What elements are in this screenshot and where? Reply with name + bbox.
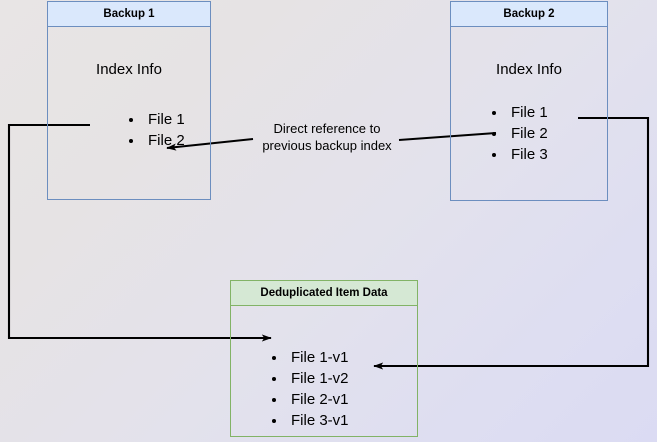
node-backup-1-body: Index Info File 1 File 2 [48, 27, 210, 199]
edge-backup2-to-dedup [373, 116, 650, 370]
node-backup-2-section-title: Index Info [496, 61, 562, 78]
node-deduplicated-item-data-body: File 1-v1 File 1-v2 File 2-v1 File 3-v1 [231, 306, 417, 436]
list-item: File 1 [144, 109, 185, 130]
edge-backup2-to-label [398, 131, 497, 142]
edge-backup1-to-dedup [7, 123, 272, 342]
node-backup-2[interactable]: Backup 2 Index Info File 1 File 2 File 3 [450, 1, 608, 201]
node-backup-1-section-title: Index Info [96, 61, 162, 78]
list-item: File 3 [507, 144, 548, 165]
node-backup-1-item-list: File 1 File 2 [126, 109, 185, 151]
node-backup-2-header: Backup 2 [451, 2, 607, 27]
list-item: File 1-v2 [287, 368, 349, 389]
list-item: File 2 [507, 123, 548, 144]
list-item: File 2-v1 [287, 389, 349, 410]
node-backup-2-item-list: File 1 File 2 File 3 [489, 102, 548, 165]
node-backup-2-body: Index Info File 1 File 2 File 3 [451, 27, 607, 200]
list-item: File 1 [507, 102, 548, 123]
edge-label-line-1: Direct reference to [273, 121, 381, 136]
list-item: File 1-v1 [287, 347, 349, 368]
list-item: File 3-v1 [287, 410, 349, 431]
edge-label-line-2: previous backup index [262, 138, 392, 153]
node-deduplicated-item-data-header: Deduplicated Item Data [231, 281, 417, 306]
node-deduplicated-item-data-item-list: File 1-v1 File 1-v2 File 2-v1 File 3-v1 [269, 347, 349, 431]
edge-label-direct-reference: Direct reference to previous backup inde… [247, 120, 407, 154]
node-backup-1[interactable]: Backup 1 Index Info File 1 File 2 [47, 1, 211, 200]
node-deduplicated-item-data[interactable]: Deduplicated Item Data File 1-v1 File 1-… [230, 280, 418, 437]
list-item: File 2 [144, 130, 185, 151]
node-backup-1-header: Backup 1 [48, 2, 210, 27]
